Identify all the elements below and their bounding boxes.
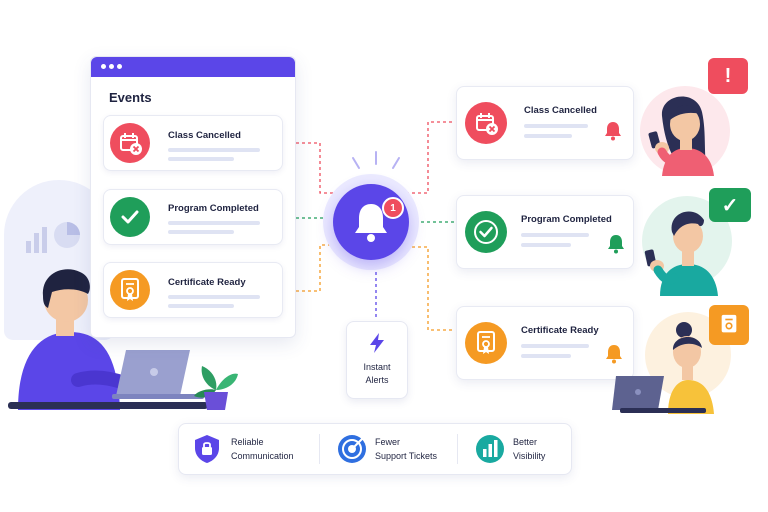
- notification-card-program-completed[interactable]: Program Completed: [456, 195, 634, 269]
- text-placeholder-bar: [168, 157, 234, 161]
- text-placeholder-bar: [168, 148, 260, 152]
- plant-illustration: [194, 366, 238, 410]
- benefit-reliable-line1: Reliable: [231, 437, 264, 447]
- shield-lock-icon: [193, 434, 221, 469]
- certificate-icon: [110, 270, 150, 310]
- event-card-program-completed[interactable]: Program Completed: [103, 189, 283, 245]
- notification-label: Certificate Ready: [521, 325, 599, 336]
- bell-icon: [606, 345, 622, 364]
- benefit-reliable-line2: Communication: [231, 451, 294, 461]
- events-title: Events: [109, 90, 152, 105]
- text-placeholder-bar: [524, 134, 572, 138]
- text-placeholder-bar: [521, 243, 571, 247]
- benefits-bar: Reliable Communication Fewer Support Tic…: [178, 423, 572, 475]
- instant-alerts-line1: Instant: [363, 362, 391, 372]
- window-title-bar: [91, 57, 295, 77]
- notification-hub[interactable]: [333, 184, 409, 260]
- bell-icon: [608, 235, 624, 254]
- certificate-icon: [465, 322, 507, 364]
- certificate-icon: [721, 314, 737, 333]
- notification-label: Program Completed: [521, 214, 612, 225]
- window-dot: [109, 64, 114, 69]
- check-speech-bubble: ✓: [709, 188, 751, 222]
- text-placeholder-bar: [521, 344, 589, 348]
- pie-chart-decoration-icon: [54, 222, 80, 248]
- calendar-cancel-icon: [110, 123, 150, 163]
- woman-with-phone-illustration: [648, 96, 714, 176]
- check-icon: [465, 211, 507, 253]
- alert-bubble-mark: !: [724, 64, 732, 87]
- event-label: Certificate Ready: [168, 277, 246, 288]
- bell-icon: [355, 204, 387, 242]
- event-label: Class Cancelled: [168, 130, 241, 141]
- text-placeholder-bar: [168, 304, 234, 308]
- bar-chart-icon: [475, 434, 505, 469]
- text-placeholder-bar: [168, 295, 260, 299]
- window-dot: [117, 64, 122, 69]
- event-card-class-cancelled[interactable]: Class Cancelled: [103, 115, 283, 171]
- text-placeholder-bar: [521, 354, 571, 358]
- event-label: Program Completed: [168, 203, 259, 214]
- man-with-phone-illustration: [644, 211, 718, 296]
- benefit-visibility-line2: Visibility: [513, 451, 546, 461]
- connector-class-cancelled-out: [406, 121, 455, 194]
- signal-rays-icon: [352, 151, 400, 169]
- window-dot: [101, 64, 106, 69]
- benefit-fewer-line2: Support Tickets: [375, 451, 438, 461]
- connector-certificate-out: [406, 246, 455, 331]
- event-card-certificate-ready[interactable]: Certificate Ready: [103, 262, 283, 318]
- target-icon: [337, 434, 367, 469]
- woman-at-laptop-illustration: [612, 322, 714, 414]
- notification-label: Class Cancelled: [524, 105, 597, 116]
- instant-alerts-box: Instant Alerts: [346, 321, 408, 399]
- check-icon: [110, 197, 150, 237]
- notification-count-badge: 1: [382, 197, 404, 219]
- bell-icon: [605, 122, 621, 141]
- instant-alerts-line2: Alerts: [365, 375, 389, 385]
- notification-card-class-cancelled[interactable]: Class Cancelled: [456, 86, 634, 160]
- text-placeholder-bar: [168, 221, 260, 225]
- lightning-icon: [370, 333, 384, 353]
- notification-card-certificate-ready[interactable]: Certificate Ready: [456, 306, 634, 380]
- text-placeholder-bar: [521, 233, 589, 237]
- benefit-fewer-line1: Fewer: [375, 437, 401, 447]
- benefit-divider: [319, 434, 320, 464]
- connector-class-cancelled-in: [284, 142, 336, 194]
- text-placeholder-bar: [524, 124, 588, 128]
- benefit-divider: [457, 434, 458, 464]
- benefit-visibility-line1: Better: [513, 437, 538, 447]
- certificate-speech-bubble: [709, 305, 749, 345]
- person-at-laptop-illustration: [8, 269, 208, 410]
- check-bubble-mark: ✓: [721, 194, 739, 217]
- alert-speech-bubble: !: [708, 58, 748, 94]
- text-placeholder-bar: [168, 230, 234, 234]
- calendar-cancel-icon: [465, 102, 507, 144]
- bar-chart-decoration-icon: [26, 227, 47, 253]
